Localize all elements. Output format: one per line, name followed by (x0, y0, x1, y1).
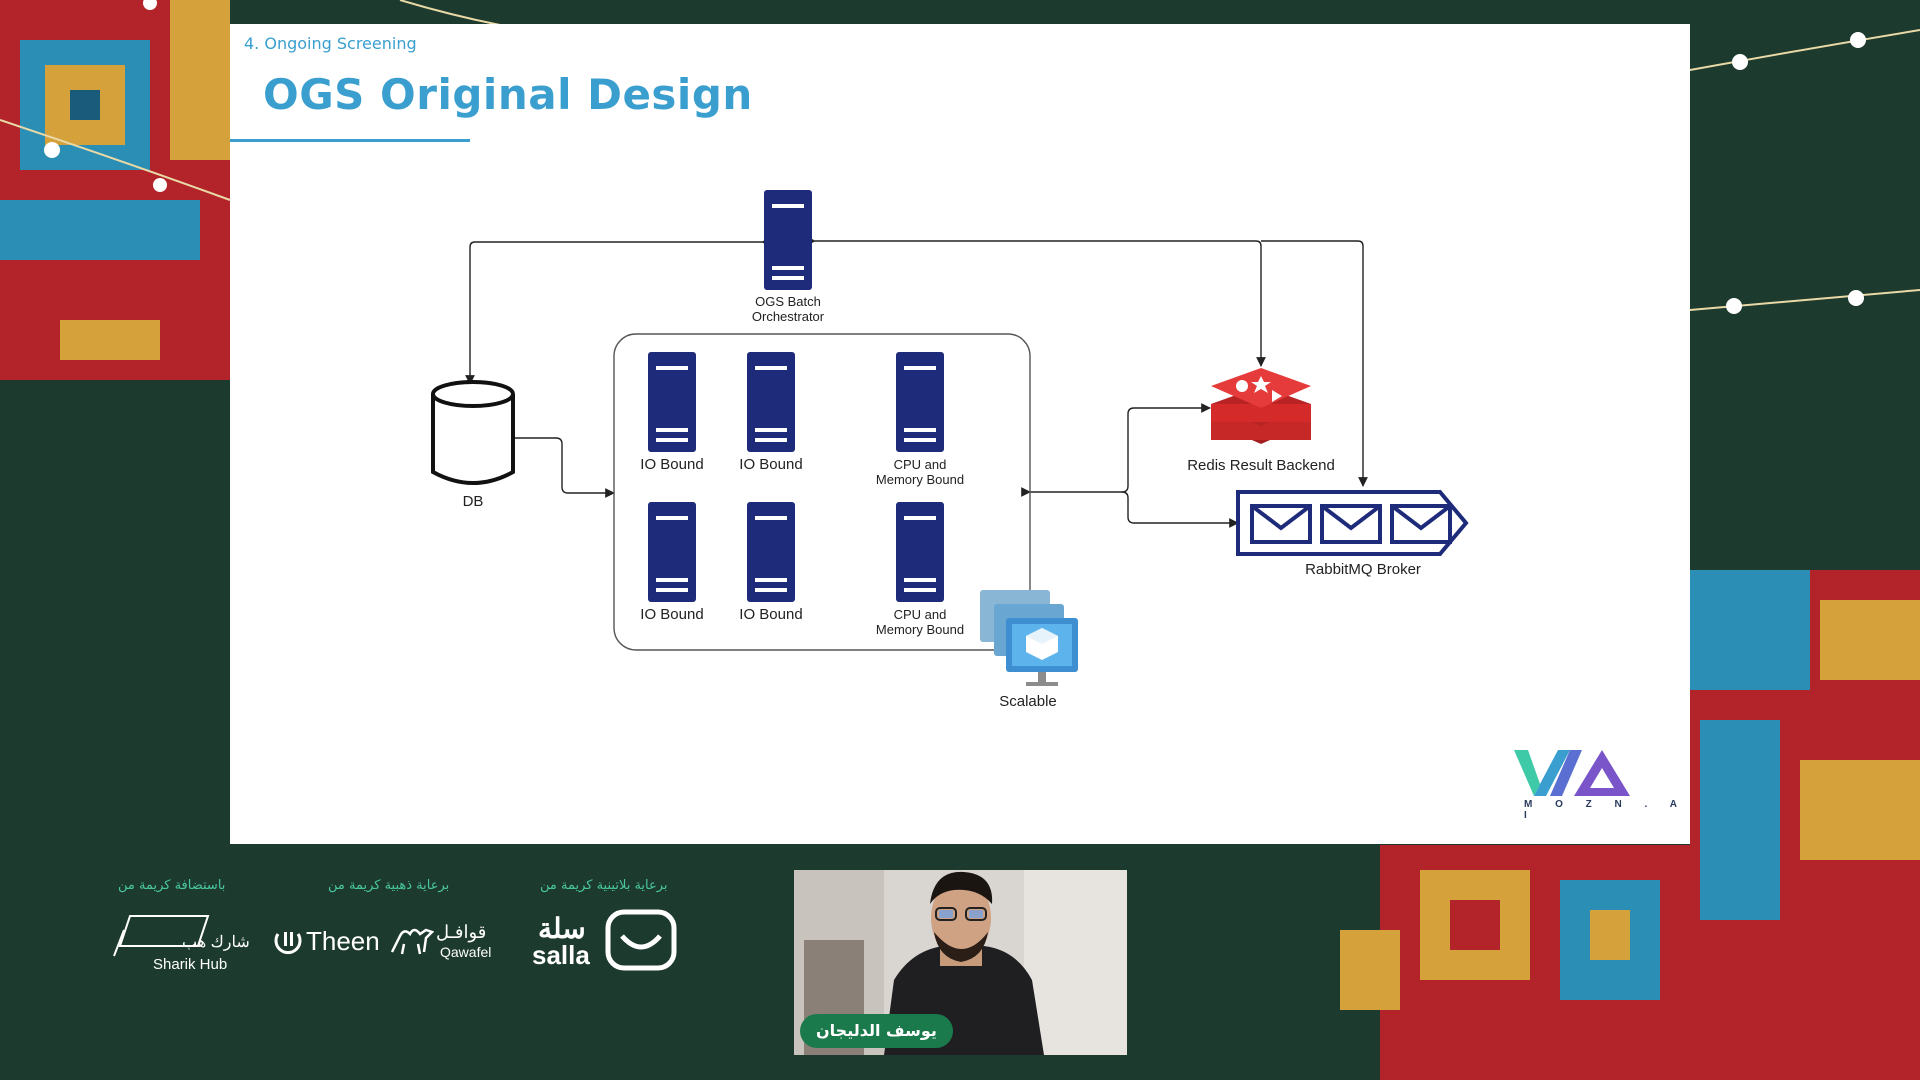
sharik-hub-arabic: شارك هب (182, 934, 250, 951)
worker-io-2-server-icon (747, 352, 795, 452)
edge-db-workers (505, 433, 615, 498)
worker-group-box (613, 333, 1031, 651)
slide-breadcrumb: 4. Ongoing Screening (244, 34, 417, 53)
database-icon (431, 380, 515, 485)
worker-io-3-server-icon (648, 502, 696, 602)
rabbitmq-label: RabbitMQ Broker (1305, 561, 1421, 578)
speaker-name-tag: يوسف الدليجان (800, 1014, 953, 1048)
slide-title: OGS Original Design (263, 70, 753, 119)
theen-logo: Theen (306, 926, 380, 956)
qawafel-arabic: قوافـل (436, 922, 487, 942)
worker-cpu-1-label: CPU and Memory Bound (875, 457, 965, 487)
string-lights (0, 0, 1920, 311)
salla-arabic: سلة (538, 913, 586, 944)
orchestrator-label: OGS Batch Orchestrator (751, 294, 825, 324)
mozn-logo (1514, 750, 1630, 796)
theen-logo-icon (274, 932, 302, 955)
redis-icon (1211, 368, 1311, 444)
edge-orchestrator-db (465, 237, 771, 385)
presentation-slide: 4. Ongoing Screening OGS Original Design (230, 24, 1690, 844)
edge-orchestrator-rabbit (1261, 240, 1368, 487)
worker-cpu-1-server-icon (896, 352, 944, 452)
scalable-label: Scalable (999, 693, 1057, 710)
edge-workers-redis (1021, 403, 1211, 497)
speaker-webcam: يوسف الدليجان (794, 870, 1127, 1055)
gold-caption: برعاية ذهبية كريمة من (328, 878, 450, 893)
architecture-diagram (431, 190, 1469, 686)
ornament-bottom-right (1340, 845, 1690, 1080)
worker-io-4-server-icon (747, 502, 795, 602)
worker-io-1-server-icon (648, 352, 696, 452)
salla-english: salla (532, 940, 590, 970)
title-underline (230, 139, 470, 142)
worker-io-1-label: IO Bound (640, 456, 704, 473)
salla-bag-icon (605, 909, 677, 971)
edge-workers-rabbit (1121, 491, 1239, 528)
worker-io-3-label: IO Bound (640, 606, 704, 623)
worker-io-2-label: IO Bound (739, 456, 803, 473)
edge-orchestrator-redis (806, 236, 1266, 367)
db-label: DB (462, 493, 484, 510)
ornament-top-left (0, 0, 230, 380)
camel-icon (390, 928, 434, 955)
qawafel-english: Qawafel (440, 944, 492, 960)
mozn-wordmark: M O Z N . A I (1524, 799, 1687, 821)
sharik-hub-english: Sharik Hub (153, 956, 228, 973)
host-caption: باستضافة كريمة من (118, 878, 226, 893)
worker-cpu-2-server-icon (896, 502, 944, 602)
worker-io-4-label: IO Bound (739, 606, 803, 623)
worker-cpu-2-label: CPU and Memory Bound (875, 607, 965, 637)
sharik-hub-logo-icon (113, 915, 210, 957)
rabbitmq-icon (1236, 490, 1469, 556)
scalable-vm-icon (980, 590, 1078, 686)
orchestrator-server-icon (764, 190, 812, 290)
ornament-right (1690, 570, 1920, 1080)
platinum-caption: برعاية بلاتينية كريمة من (540, 878, 668, 893)
redis-label: Redis Result Backend (1187, 457, 1335, 474)
